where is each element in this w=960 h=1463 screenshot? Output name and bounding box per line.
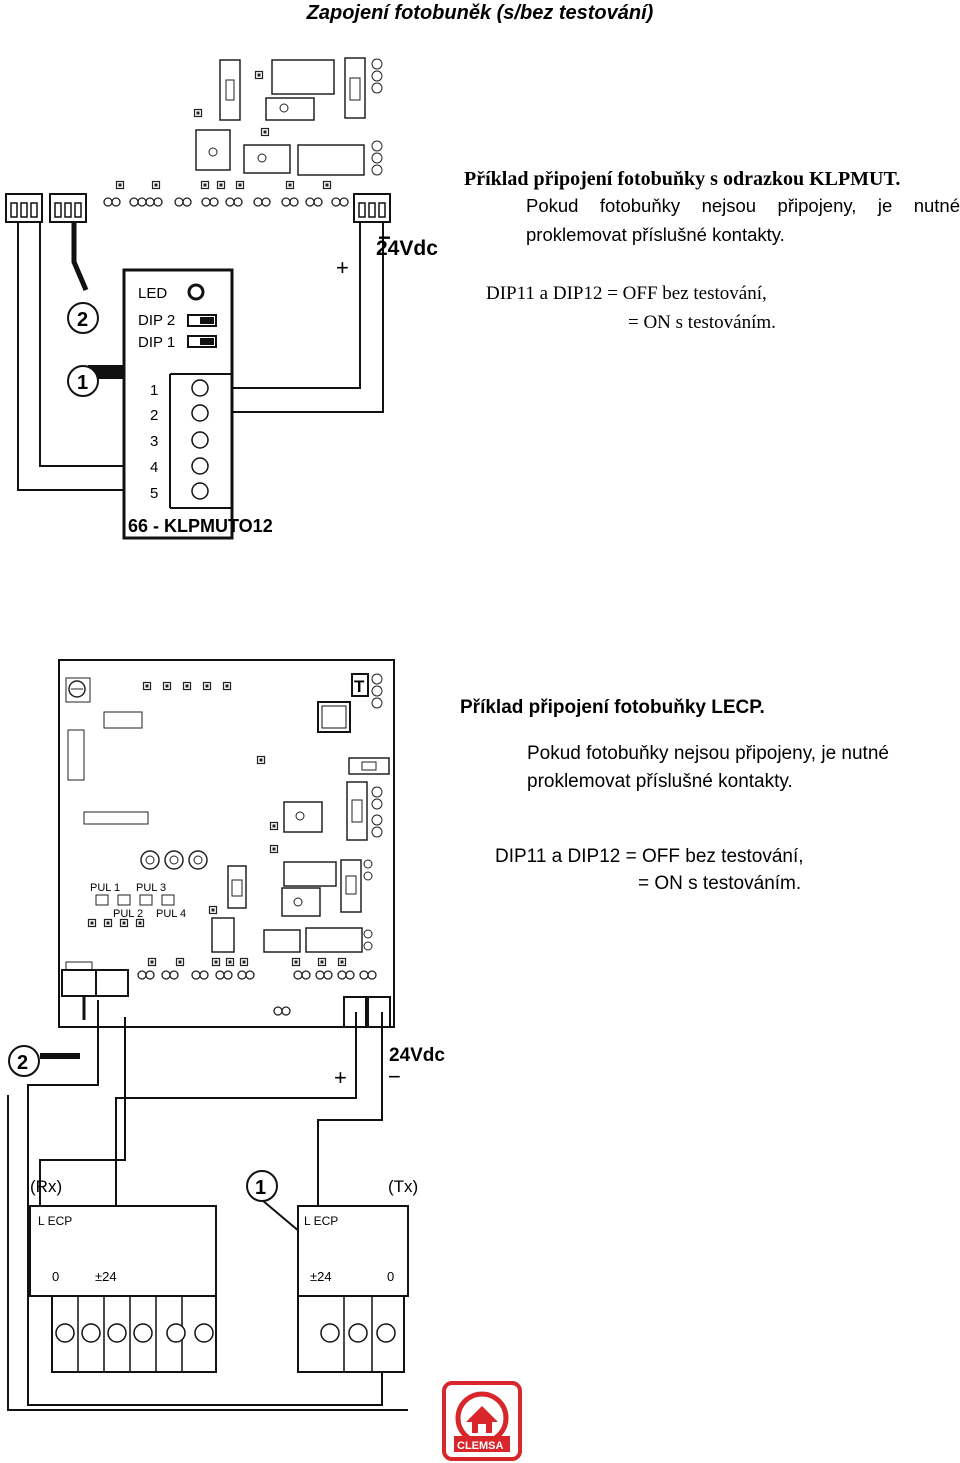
lecp-24vdc-label: 24Vdc xyxy=(389,1045,445,1066)
led-label: LED xyxy=(138,285,167,302)
lecp-minus-label: − xyxy=(388,1064,401,1089)
pul1-label: PUL 1 xyxy=(90,882,120,894)
tx-terminal-0: 0 xyxy=(387,1269,394,1284)
rx-terminal-24: ±24 xyxy=(95,1269,117,1284)
tx-device-label: L ECP xyxy=(304,1214,338,1228)
marker-1-label: 1 xyxy=(77,372,88,394)
lecp-marker-1-circle xyxy=(246,1170,278,1202)
lecp-board: T PUL 1 PUL 3 PUL 2 PUL 4 xyxy=(58,659,395,1028)
rx-terminal-0: 0 xyxy=(52,1269,59,1284)
module-label: 66 - KLPMUTO12 xyxy=(128,516,273,536)
klpmut-plus-label: + xyxy=(336,255,349,280)
T-label: T xyxy=(354,677,365,696)
marker-2-circle xyxy=(67,302,99,334)
lecp-marker-1-label: 1 xyxy=(255,1177,266,1199)
rx-device-label: L ECP xyxy=(38,1214,72,1228)
lecp-heading: Příklad připojení fotobuňky LECP. xyxy=(460,697,765,718)
pul2-label: PUL 2 xyxy=(113,908,143,920)
tx-label: (Tx) xyxy=(388,1177,418,1196)
lecp-dip-line2: = ON s testováním. xyxy=(638,873,802,894)
klpmut-dip-line1: DIP11 a DIP12 = OFF bez testování, xyxy=(486,283,767,304)
pul3-label: PUL 3 xyxy=(136,882,166,894)
lecp-marker-2-circle xyxy=(8,1045,40,1077)
klpmut-note-line1: Pokud fotobuňky nejsou připojeny, je nut… xyxy=(526,195,960,216)
rx-device: L ECP 0 ±24 xyxy=(29,1205,217,1373)
terminal-label-3: 3 xyxy=(150,433,158,450)
marker-2-label: 2 xyxy=(77,309,88,331)
klpmut-minus-label: − xyxy=(378,225,391,250)
klpmut-note-line2: proklemovat příslušné kontakty. xyxy=(526,224,785,245)
tx-device: L ECP ±24 0 xyxy=(297,1205,409,1373)
lecp-dip-line1: DIP11 a DIP12 = OFF bez testování, xyxy=(495,846,804,867)
dip1-label: DIP 1 xyxy=(138,334,175,351)
lecp-note-line2: proklemovat příslušné kontakty. xyxy=(527,771,793,792)
klpmut-board xyxy=(5,57,391,223)
dip2-label: DIP 2 xyxy=(138,312,175,329)
lecp-note-line1: Pokud fotobuňky nejsou připojeny, je nut… xyxy=(527,743,889,764)
pul4-label: PUL 4 xyxy=(156,908,186,920)
rx-label: (Rx) xyxy=(30,1177,62,1196)
clemsa-logo: CLEMSA xyxy=(442,1381,522,1461)
page-title: Zapojení fotobuněk (s/bez testování) xyxy=(306,2,654,24)
klpmut-dip-line2: = ON s testováním. xyxy=(628,312,776,333)
lecp-plus-label: + xyxy=(334,1065,347,1090)
lecp-marker-2-label: 2 xyxy=(17,1052,28,1074)
terminal-label-1: 1 xyxy=(150,382,158,399)
klpmut-heading: Příklad připojení fotobuňky s odrazkou K… xyxy=(464,168,901,190)
terminal-label-5: 5 xyxy=(150,485,158,502)
klpmut-24vdc-label: 24Vdc xyxy=(376,237,438,260)
marker-1-circle xyxy=(67,365,99,397)
tx-terminal-24: ±24 xyxy=(310,1269,332,1284)
terminal-label-4: 4 xyxy=(150,459,158,476)
klpmut-module: LED DIP 2 DIP 1 1 2 3 4 5 66 - KLPMUTO12 xyxy=(122,268,273,540)
clemsa-logo-text: CLEMSA xyxy=(457,1440,504,1452)
terminal-label-2: 2 xyxy=(150,407,158,424)
